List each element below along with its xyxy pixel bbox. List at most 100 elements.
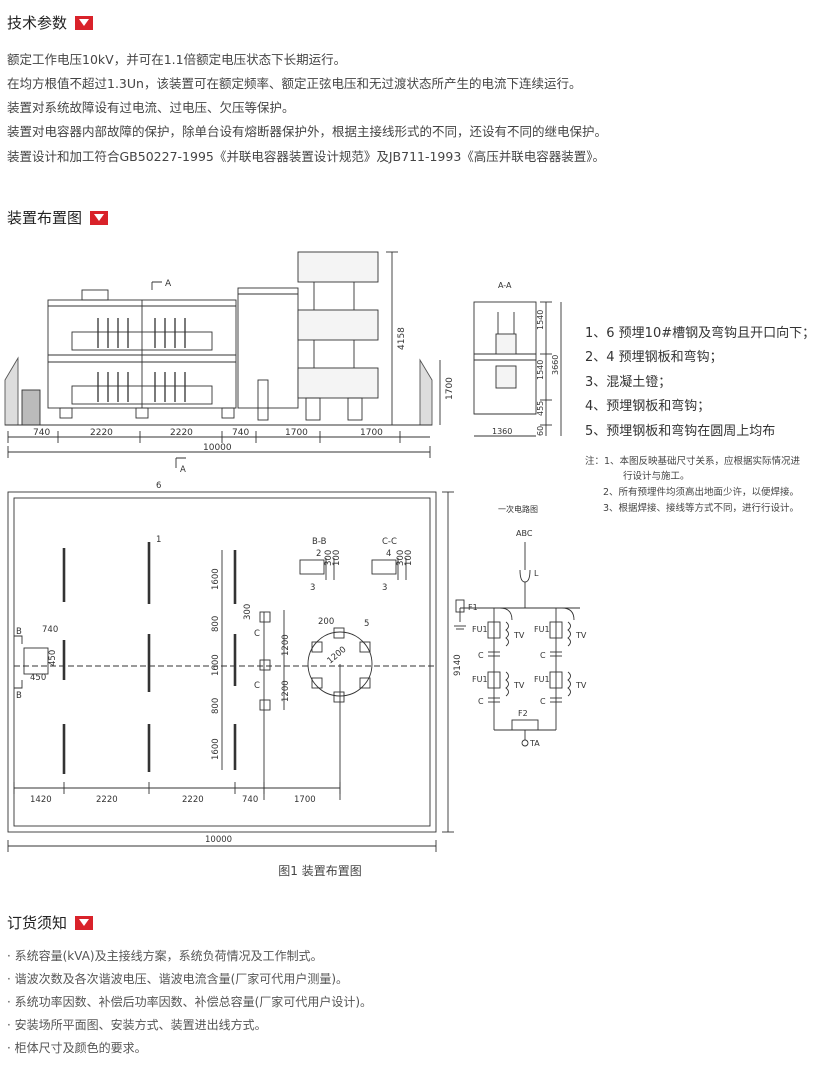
section-marker: A (180, 465, 186, 475)
figure-caption: 图1 装置布置图 (278, 864, 362, 878)
dim-label-height: 1700 (445, 377, 455, 400)
circuit-label: FU1 (534, 675, 550, 684)
dim-label: 2220 (90, 428, 113, 438)
circuit-label: TV (575, 631, 587, 640)
circuit-label: C (540, 651, 546, 660)
dim-label: 1200 (326, 645, 349, 667)
note-line: 2、所有预埋件均须高出地面少许，以便焊接。 (603, 487, 800, 498)
circuit-label: C (478, 697, 484, 706)
dim-label-height: 4158 (397, 327, 407, 350)
chevron-down-icon (75, 15, 94, 30)
dim-label: 1600 (211, 654, 221, 676)
dim-label: 1360 (492, 427, 512, 436)
circuit-label: TV (513, 631, 525, 640)
layout-drawing: 740 2220 2220 740 1700 1700 10000 4158 1… (4, 251, 587, 852)
section-marker: C (254, 681, 260, 691)
dim-label: 1540 (536, 310, 545, 330)
circuit-label: TA (529, 739, 540, 748)
dim-label-total: 3660 (551, 355, 560, 375)
plan-label: 5 (364, 619, 369, 629)
circuit-label: TV (513, 681, 525, 690)
circuit-label: C (478, 651, 484, 660)
tech-param-line: 装置对电容器内部故障的保护，除单台设有熔断器保护外，根据主接线形式的不同，还设有… (7, 124, 608, 139)
circuit-label: ABC (516, 529, 533, 538)
section-title-order: 订货须知 (7, 912, 94, 933)
order-item: · 系统功率因数、补偿后功率因数、补偿总容量(厂家可代用户设计)。 (7, 995, 372, 1009)
dim-label: 740 (232, 428, 249, 438)
section-title-text: 技术参数 (7, 14, 68, 32)
dim-label: 1200 (281, 634, 291, 656)
tech-param-line: 在均方根值不超过1.3Un，该装置可在额定频率、额定正弦电压和无过渡状态所产生的… (7, 76, 582, 91)
section-title-tech-params: 技术参数 (7, 12, 94, 33)
circuit-label: C (540, 697, 546, 706)
dim-label: 740 (42, 625, 58, 635)
dim-label: 1700 (360, 428, 383, 438)
circuit-title: 一次电路图 (498, 504, 538, 514)
detail-num: 300 (324, 550, 334, 566)
order-item: · 谐波次数及各次谐波电压、谐波电流含量(厂家可代用户测量)。 (7, 972, 348, 986)
note-line: 注：1、本图反映基础尺寸关系，应根据实际情况进 (585, 456, 801, 467)
dim-label: 1600 (211, 568, 221, 590)
dim-label: 300 (243, 604, 253, 620)
tech-param-line: 装置设计和加工符合GB50227-1995《并联电容器装置设计规范》及JB711… (7, 149, 606, 164)
plan-label: 6 (156, 481, 161, 491)
legend-item: 3、混凝土镫； (585, 375, 672, 390)
plan-view (7, 457, 454, 852)
circuit-label: FU1 (472, 675, 488, 684)
dim-label: 450 (30, 673, 46, 683)
dim-label: 200 (318, 617, 334, 627)
detail-label: B-B (312, 537, 327, 547)
dim-label: 800 (211, 616, 221, 632)
section-title-text: 订货须知 (7, 914, 68, 932)
section-aa-view (473, 301, 562, 437)
note-line: 行设计与施工。 (623, 471, 690, 482)
dim-label: 1200 (281, 680, 291, 702)
section-marker: C (254, 629, 260, 639)
dim-label-total: 9140 (453, 654, 463, 676)
dim-label: 800 (211, 698, 221, 714)
section-title-layout: 装置布置图 (7, 207, 109, 228)
dim-label: 455 (536, 401, 545, 416)
circuit-diagram (454, 542, 580, 747)
circuit-label: FU1 (472, 625, 488, 634)
dim-label: 1600 (211, 738, 221, 760)
dim-label: 1700 (285, 428, 308, 438)
detail-num: 100 (404, 550, 414, 566)
section-marker: B (16, 691, 22, 701)
tech-param-line: 额定工作电压10kV，并可在1.1倍额定电压状态下长期运行。 (7, 52, 347, 67)
chevron-down-icon (90, 210, 109, 225)
detail-num: 3 (310, 583, 315, 593)
note-line: 3、根据焊接、接线等方式不同，进行行设计。 (603, 503, 800, 514)
order-item: · 安装场所平面图、安装方式、装置进出线方式。 (7, 1018, 267, 1032)
legend-item: 5、预埋钢板和弯钩在圆周上均布 (585, 424, 776, 439)
legend-item: 2、4 预埋钢板和弯钩； (585, 350, 723, 365)
order-item: · 系统容量(kVA)及主接线方案，系统负荷情况及工作制式。 (7, 949, 323, 963)
plan-label: 1 (156, 535, 161, 545)
section-marker: A (165, 279, 172, 289)
detail-num: 4 (386, 549, 391, 559)
detail-num: 100 (332, 550, 342, 566)
circuit-label: TV (575, 681, 587, 690)
legend-item: 4、预埋钢板和弯钩； (585, 399, 711, 414)
section-marker: B (16, 627, 22, 637)
dim-label: 1540 (536, 360, 545, 380)
detail-num: 300 (396, 550, 406, 566)
detail-num: 3 (382, 583, 387, 593)
dim-label: 1420 (30, 795, 52, 805)
legend-item: 1、6 预埋10#槽钢及弯钩且开口向下； (585, 326, 816, 341)
circuit-label: F1 (468, 603, 478, 612)
dim-label-total: 10000 (205, 835, 232, 845)
order-item: · 柜体尺寸及颜色的要求。 (7, 1041, 147, 1055)
elevation-view (4, 251, 441, 458)
section-title-text: 装置布置图 (7, 209, 83, 227)
dim-label: 1700 (294, 795, 316, 805)
dim-label: 60 (536, 426, 545, 436)
circuit-label: FU1 (534, 625, 550, 634)
detail-label: C-C (382, 537, 397, 547)
circuit-label: L (534, 569, 539, 578)
dim-label: 740 (33, 428, 50, 438)
dim-label: 2220 (182, 795, 204, 805)
detail-num: 2 (316, 549, 321, 559)
section-aa-label: A-A (498, 281, 512, 290)
chevron-down-icon (75, 915, 94, 930)
